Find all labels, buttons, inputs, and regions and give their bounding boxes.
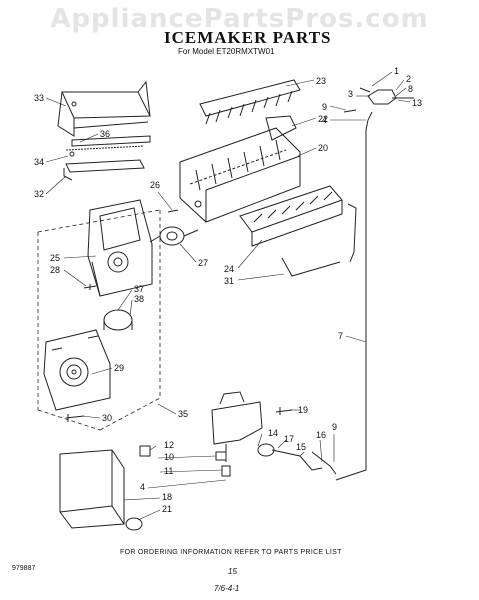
page-title: ICEMAKER PARTS [164,28,332,47]
callout-9: 9 [322,102,327,112]
leader-lines [45,71,411,521]
callout-9b: 9 [332,422,337,432]
page-number: 15 [228,567,237,576]
callout-13: 13 [412,98,422,108]
nut-10 [215,451,227,461]
callout-38: 38 [134,294,144,304]
callout-37: 37 [134,284,144,294]
callout-33: 33 [34,93,44,103]
watermark: AppliancePartsPros.com [50,4,429,34]
grommet-12 [139,445,151,457]
callout-30: 30 [102,413,112,423]
shutoff-arm [281,203,357,277]
callout-32: 32 [34,189,44,199]
sleeve-11 [221,465,231,477]
callout-11: 11 [164,466,173,476]
callout-16: 16 [316,430,326,440]
callout-23: 23 [316,76,326,86]
bracket-assembly [57,80,151,181]
callout-36: 36 [100,129,110,139]
callout-17: 17 [284,434,294,444]
callout-4: 4 [322,115,327,125]
callout-35: 35 [178,409,188,419]
ice-stripper [199,79,301,125]
icemaker-cover [59,449,143,531]
callout-14: 14 [268,428,278,438]
model-number: For Model ET20RMXTW01 [178,47,275,56]
ice-mold [179,115,301,223]
callout-3: 3 [348,89,353,99]
callout-28: 28 [50,265,60,275]
mounting-plate [43,329,111,411]
callout-19: 19 [298,405,308,415]
callout-8: 8 [408,84,413,94]
callout-20: 20 [318,143,328,153]
drive-motor [149,226,199,246]
ordering-note: FOR ORDERING INFORMATION REFER TO PARTS … [120,549,342,556]
callout-27: 27 [198,258,208,268]
callout-labels: 1 2 3 8 13 9 4 23 22 20 33 36 34 32 26 2… [34,66,422,514]
revision-mark: 7/6-4-1 [214,584,240,593]
document-number: 979887 [12,565,36,572]
callout-1: 1 [394,66,399,76]
fill-tube [335,87,414,481]
callout-21: 21 [162,504,172,514]
control-housing [87,199,153,297]
callout-18: 18 [162,492,172,502]
callout-31: 31 [224,276,234,286]
thermostat [103,309,133,331]
callout-12: 12 [164,440,174,450]
callout-34: 34 [34,157,44,167]
screws [65,109,357,422]
callout-25: 25 [50,253,60,263]
callout-24: 24 [224,264,234,274]
callout-4b: 4 [140,482,145,492]
callout-22: 22 [318,114,328,124]
callout-10: 10 [164,452,174,462]
callout-2: 2 [406,74,411,84]
assembly-boundary [37,209,161,431]
heater-tray [239,185,343,247]
callout-7: 7 [338,331,343,341]
callout-26: 26 [150,180,160,190]
callout-15: 15 [296,442,306,452]
callout-29: 29 [114,363,124,373]
